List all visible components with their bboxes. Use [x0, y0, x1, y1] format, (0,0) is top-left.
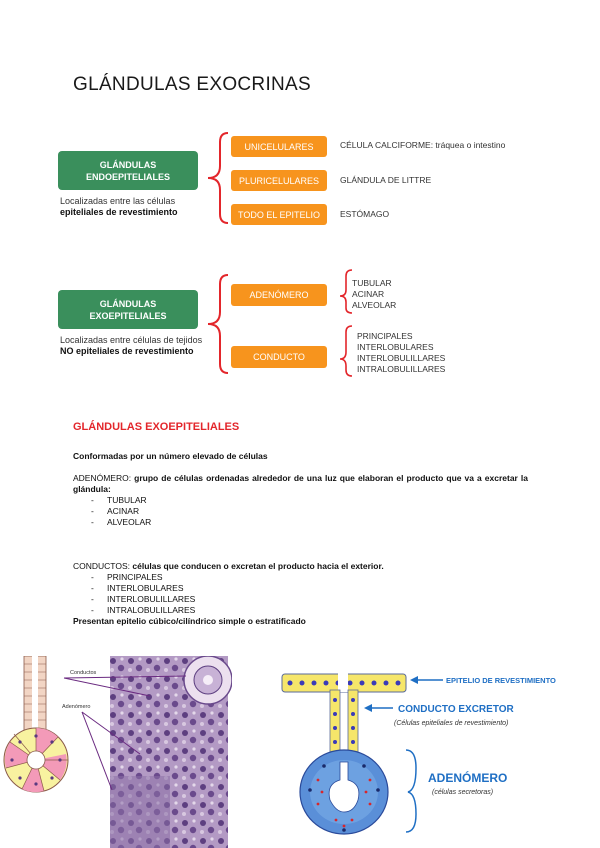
endo-note-bold: epiteliales de revestimiento	[60, 207, 178, 217]
page-title: GLÁNDULAS EXOCRINAS	[73, 74, 311, 95]
label-conductos: Conductos	[70, 670, 97, 676]
label-adenomero-left: Adenómero	[62, 704, 90, 710]
endo-item-0-detail: CÉLULA CALCIFORME: tráquea o intestino	[340, 140, 506, 150]
exo-label-box: GLÁNDULAS EXOEPITELIALES	[58, 290, 198, 329]
conductos-text: células que conducen o excretan el produ…	[132, 561, 384, 571]
adenomero-list-item: TUBULAR	[91, 495, 528, 506]
adenomero-list-item: ALVEOLAR	[91, 517, 528, 528]
endo-item-1-detail: GLÁNDULA DE LITTRE	[340, 175, 432, 185]
conductos-list-item: INTRALOBULILLARES	[91, 605, 528, 616]
endo-brace	[207, 132, 229, 224]
adenomero-type: ACINAR	[352, 289, 385, 299]
conductos-list-item: INTERLOBULILLARES	[91, 594, 528, 605]
adenomero-paragraph: ADENÓMERO: grupo de células ordenadas al…	[73, 473, 528, 495]
conductos-list-item: PRINCIPALES	[91, 572, 528, 583]
label-adenomero-sub: (células secretoras)	[432, 789, 493, 796]
endo-item-2-box: TODO EL EPITELIO	[231, 204, 327, 225]
exo-note-bold: NO epiteliales de revestimiento	[60, 346, 194, 356]
exo-brace	[207, 274, 229, 374]
exo-note-prefix: Localizadas entre células de tejidos	[60, 335, 203, 345]
section-intro: Conformadas por un número elevado de cél…	[73, 451, 268, 461]
exo-sub-braces	[339, 269, 353, 377]
endo-note-prefix: Localizadas entre las células	[60, 196, 176, 206]
endo-note: Localizadas entre las células epiteliale…	[60, 196, 210, 218]
conductos-list-item: INTERLOBULARES	[91, 583, 528, 594]
label-adenomero-right: ADENÓMERO	[428, 770, 507, 785]
endo-item-1-box: PLURICELULARES	[231, 170, 327, 191]
label-conducto-excretor: CONDUCTO EXCRETOR	[398, 704, 515, 715]
endo-label-box: GLÁNDULAS ENDOEPITELIALES	[58, 151, 198, 190]
conducto-type: INTRALOBULILLARES	[357, 364, 446, 374]
exo-label-line1: GLÁNDULAS	[99, 298, 157, 309]
conducto-type: PRINCIPALES	[357, 331, 413, 341]
conducto-type: INTERLOBULILLARES	[357, 353, 446, 363]
adenomero-types: TUBULAR ACINAR ALVEOLAR	[352, 278, 396, 311]
adenomero-type: TUBULAR	[352, 278, 392, 288]
section-title: GLÁNDULAS EXOEPITELIALES	[73, 421, 240, 433]
adenomero-box: ADENÓMERO	[231, 284, 327, 306]
gland-diagram-right: EPITELIO DE REVESTIMIENTO CONDUCTO EXCRE…	[281, 668, 556, 835]
endo-label-line1: GLÁNDULAS	[99, 159, 157, 170]
epitelio-text: Presentan epitelio cúbico/cilíndrico sim…	[73, 616, 306, 626]
adenomero-list: TUBULAR ACINAR ALVEOLAR	[91, 495, 528, 528]
gland-diagram-left: Conductos Adenómero	[3, 656, 232, 848]
adenomero-type: ALVEOLAR	[352, 300, 397, 310]
exo-note: Localizadas entre células de tejidos NO …	[60, 335, 210, 357]
adenomero-head: ADENÓMERO:	[73, 473, 132, 483]
adenomero-list-item: ACINAR	[91, 506, 528, 517]
conductos-head: CONDUCTOS:	[73, 561, 130, 571]
endo-item-0-box: UNICELULARES	[231, 136, 327, 157]
conducto-box: CONDUCTO	[231, 346, 327, 368]
adenomero-text: grupo de células ordenadas alrededor de …	[73, 473, 528, 494]
exo-label-line2: EXOEPITELIALES	[89, 310, 167, 321]
label-conducto-sub: (Células epiteliales de revestimiento)	[394, 720, 508, 727]
label-epitelio: EPITELIO DE REVESTIMIENTO	[446, 676, 556, 685]
conducto-type: INTERLOBULARES	[357, 342, 434, 352]
endo-label-line2: ENDOEPITELIALES	[85, 171, 170, 182]
conductos-list: PRINCIPALES INTERLOBULARES INTERLOBULILL…	[91, 572, 528, 616]
conductos-paragraph: CONDUCTOS: células que conducen o excret…	[73, 561, 528, 572]
endo-item-2-detail: ESTÓMAGO	[340, 209, 390, 219]
conducto-types: PRINCIPALES INTERLOBULARES INTERLOBULILL…	[357, 331, 445, 375]
section-body: Conformadas por un número elevado de cél…	[73, 451, 528, 627]
